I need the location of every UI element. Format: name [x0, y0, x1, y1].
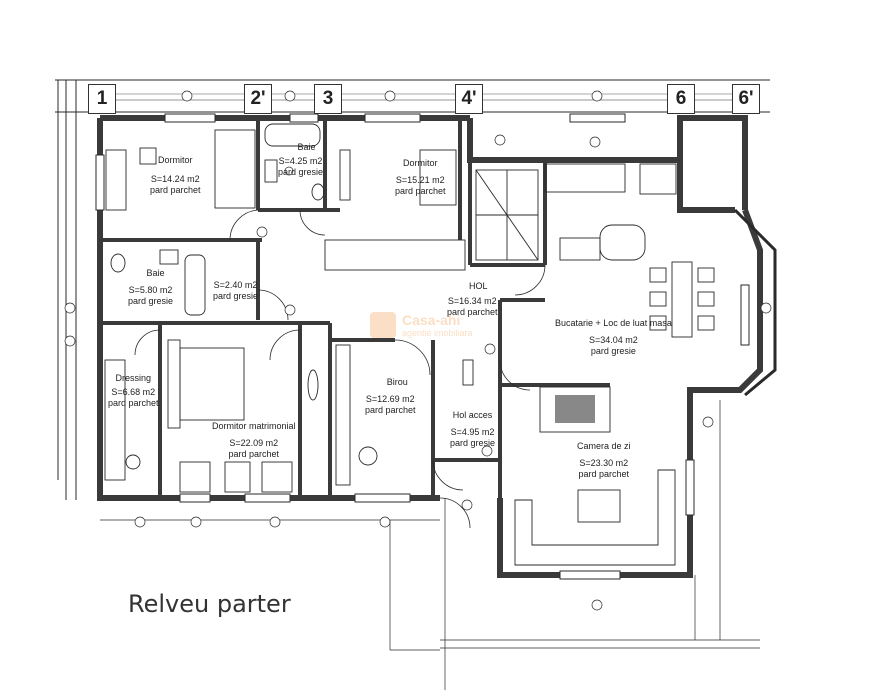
watermark-tagline: agentie imobiliara	[402, 328, 473, 338]
axis-label: 1	[88, 84, 116, 114]
room-label: Dormitor matrimonial S=22.09 m2 pard par…	[212, 421, 296, 460]
room-label: Birou S=12.69 m2 pard parchet	[365, 377, 416, 416]
room-name: Birou	[386, 377, 408, 387]
watermark: Casa-ahi agentie imobiliara	[370, 312, 520, 344]
room-area: S=2.40 m2	[213, 280, 258, 290]
room-finish: pard parchet	[150, 185, 201, 195]
room-name: Dormitor	[158, 155, 193, 165]
room-name: Dormitor	[403, 158, 438, 168]
axis-label: 2'	[244, 84, 272, 114]
room-name: Hol acces	[452, 410, 493, 420]
room-label: Dormitor S=14.24 m2 pard parchet	[150, 155, 201, 196]
room-name: Camera de zi	[577, 441, 631, 451]
room-name: Dormitor matrimonial	[212, 421, 296, 431]
plan-caption: Relveu parter	[128, 590, 291, 618]
room-label: HOL S=16.34 m2 pard parchet	[447, 281, 498, 318]
room-area: S=4.95 m2	[450, 427, 495, 437]
room-area: S=34.04 m2	[589, 335, 638, 345]
room-area: S=6.68 m2	[111, 387, 156, 397]
room-area: S=22.09 m2	[229, 438, 279, 448]
room-area: S=16.34 m2	[447, 296, 497, 306]
watermark-brand: Casa-ahi	[402, 312, 461, 328]
room-finish: pard gresie	[278, 167, 324, 177]
room-finish: pard parchet	[108, 398, 159, 408]
room-finish: pard parchet	[395, 186, 446, 196]
axis-label: 3	[314, 84, 342, 114]
room-area: S=15.21 m2	[395, 175, 445, 185]
axis-label: 6	[667, 84, 695, 114]
room-finish: pard parchet	[447, 307, 498, 317]
room-label: Dormitor S=15.21 m2 pard parchet	[395, 158, 446, 197]
room-finish: pard parchet	[578, 469, 630, 479]
room-finish: pard gresie	[213, 291, 259, 301]
room-finish: pard gresie	[128, 296, 174, 306]
axis-label: 6'	[732, 84, 760, 114]
watermark-logo-icon	[370, 312, 396, 338]
axis-label: 4'	[455, 84, 483, 114]
room-finish: pard gresie	[450, 438, 496, 448]
room-name: Bucatarie + Loc de luat masa	[555, 318, 672, 328]
room-area: S=23.30 m2	[579, 458, 629, 468]
room-name: HOL	[469, 281, 488, 291]
room-name: Dressing	[115, 373, 152, 383]
room-name: Baie	[297, 142, 316, 152]
room-finish: pard gresie	[590, 346, 636, 356]
room-label: Bucatarie + Loc de luat masa S=34.04 m2 …	[555, 318, 672, 357]
room-area: S=5.80 m2	[128, 285, 173, 295]
room-label: Baie S=4.25 m2 pard gresie	[278, 142, 323, 178]
room-finish: pard parchet	[365, 405, 416, 415]
room-label: Camera de zi S=23.30 m2 pard parchet	[577, 441, 631, 480]
room-label: S=2.40 m2 pard gresie	[213, 280, 258, 302]
room-area: S=12.69 m2	[365, 394, 415, 404]
room-area: S=14.24 m2	[150, 174, 200, 184]
room-label: Dressing S=6.68 m2 pard parchet	[108, 373, 159, 409]
room-label: Baie S=5.80 m2 pard gresie	[128, 268, 173, 307]
room-name: Baie	[146, 268, 165, 278]
room-label: Hol acces S=4.95 m2 pard gresie	[450, 410, 495, 449]
room-finish: pard parchet	[228, 449, 280, 459]
room-area: S=4.25 m2	[278, 156, 323, 166]
